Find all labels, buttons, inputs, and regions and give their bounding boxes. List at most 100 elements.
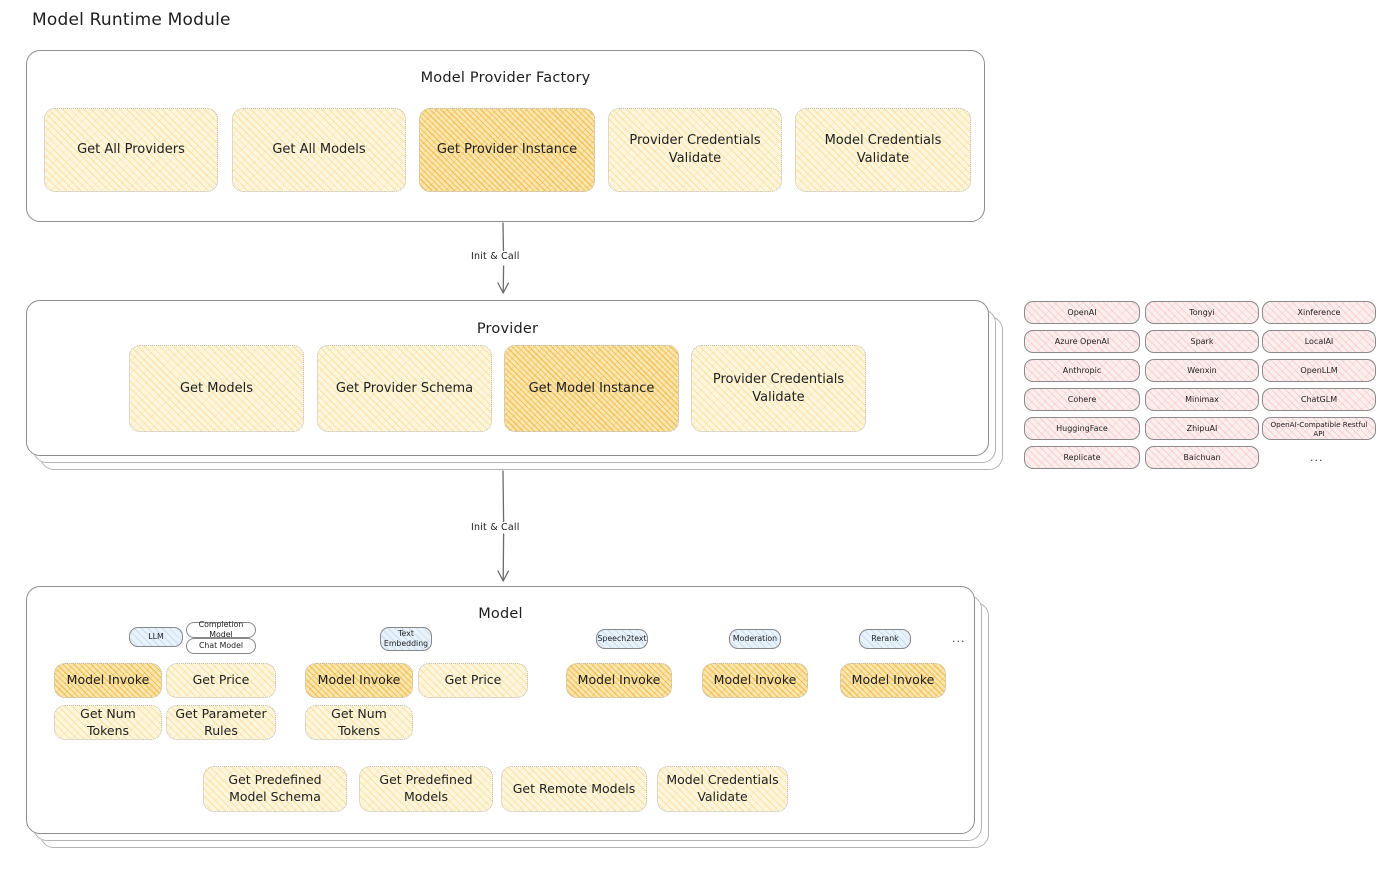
provider-chip-label: Minimax xyxy=(1185,395,1219,404)
node-get-provider-instance[interactable]: Get Provider Instance xyxy=(419,108,595,192)
node-label: Model Invoke xyxy=(66,672,150,688)
node-label: Get Remote Models xyxy=(512,780,636,796)
node-label: Model Invoke xyxy=(713,672,797,688)
node-label: Get Provider Instance xyxy=(436,142,578,158)
node-get-all-providers[interactable]: Get All Providers xyxy=(44,108,218,192)
pill-label: Moderation xyxy=(732,634,778,644)
provider-chip-zhipuai[interactable]: ZhipuAI xyxy=(1145,417,1259,440)
node-label: Get Parameter Rules xyxy=(175,705,267,738)
pill-label: Completion Model xyxy=(198,620,244,639)
section-title-model: Model xyxy=(478,606,523,622)
provider-chip-label: OpenAI-Compatible Restful API xyxy=(1270,419,1368,438)
node-label: Model Invoke xyxy=(317,672,401,688)
pill-chat-model[interactable]: Chat Model xyxy=(186,638,256,654)
provider-chip-openai-compatible-restful-api[interactable]: OpenAI-Compatible Restful API xyxy=(1262,417,1376,440)
provider-chip-tongyi[interactable]: Tongyi xyxy=(1145,301,1259,324)
arrow-factory-to-provider: Init & Call xyxy=(468,222,540,300)
node-speech2text-model-invoke[interactable]: Model Invoke xyxy=(566,663,672,698)
node-llm-model-invoke[interactable]: Model Invoke xyxy=(54,663,162,698)
node-label: Get Price xyxy=(444,672,502,688)
node-model-credentials-validate[interactable]: Model Credentials Validate xyxy=(795,108,971,192)
node-get-models[interactable]: Get Models xyxy=(129,345,304,432)
section-title-provider: Provider xyxy=(476,321,539,337)
provider-chip-spark[interactable]: Spark xyxy=(1145,330,1259,353)
pill-rerank[interactable]: Rerank xyxy=(859,629,911,649)
node-get-provider-schema[interactable]: Get Provider Schema xyxy=(317,345,492,432)
node-text-embedding-get-num-tokens[interactable]: Get Num Tokens xyxy=(305,705,413,740)
arrow-provider-to-model: Init & Call xyxy=(468,470,540,588)
node-get-all-models[interactable]: Get All Models xyxy=(232,108,406,192)
pill-label: Speech2text xyxy=(597,634,647,644)
pill-label: LLM xyxy=(148,632,164,642)
node-label: Get All Models xyxy=(272,142,366,158)
provider-chip-label: Tongyi xyxy=(1189,308,1215,317)
provider-chip-label: Replicate xyxy=(1063,453,1101,462)
node-label: Model Credentials Validate xyxy=(666,772,779,804)
provider-chip-chatglm[interactable]: ChatGLM xyxy=(1262,388,1376,411)
node-label: Provider Credentials Validate xyxy=(629,133,761,166)
arrow-label-init-call-2: Init & Call xyxy=(468,522,523,533)
node-text-embedding-model-invoke[interactable]: Model Invoke xyxy=(305,663,413,698)
node-get-predefined-models[interactable]: Get Predefined Models xyxy=(359,766,493,812)
provider-chip-anthropic[interactable]: Anthropic xyxy=(1024,359,1140,382)
node-label: Get Predefined Model Schema xyxy=(228,772,322,804)
node-label: Get All Providers xyxy=(77,142,185,158)
node-llm-get-parameter-rules[interactable]: Get Parameter Rules xyxy=(166,705,276,740)
node-text-embedding-get-price[interactable]: Get Price xyxy=(418,663,528,698)
node-llm-get-num-tokens[interactable]: Get Num Tokens xyxy=(54,705,162,740)
provider-chip-label: ZhipuAI xyxy=(1186,424,1218,433)
node-model-credentials-validate-3[interactable]: Model Credentials Validate xyxy=(657,766,788,812)
arrow-icon xyxy=(497,470,510,582)
pill-label: Text Embedding xyxy=(383,629,429,648)
pill-label: Chat Model xyxy=(198,641,244,651)
node-provider-credentials-validate[interactable]: Provider Credentials Validate xyxy=(608,108,782,192)
provider-chip-label: LocalAI xyxy=(1304,337,1334,346)
section-title-factory: Model Provider Factory xyxy=(420,70,591,86)
provider-chip-wenxin[interactable]: Wenxin xyxy=(1145,359,1259,382)
pill-text-embedding[interactable]: Text Embedding xyxy=(380,627,432,651)
provider-list-ellipsis: ... xyxy=(1310,451,1324,464)
node-get-model-instance[interactable]: Get Model Instance xyxy=(504,345,679,432)
node-label: Model Credentials Validate xyxy=(824,133,942,166)
node-label: Model Invoke xyxy=(851,672,935,688)
provider-chip-cohere[interactable]: Cohere xyxy=(1024,388,1140,411)
node-label: Get Num Tokens xyxy=(331,705,387,738)
provider-chip-label: Baichuan xyxy=(1183,453,1221,462)
provider-chip-openai[interactable]: OpenAI xyxy=(1024,301,1140,324)
provider-chip-xinference[interactable]: Xinference xyxy=(1262,301,1376,324)
node-label: Get Models xyxy=(179,380,254,396)
provider-chip-localai[interactable]: LocalAI xyxy=(1262,330,1376,353)
node-label: Get Model Instance xyxy=(528,380,655,396)
node-moderation-model-invoke[interactable]: Model Invoke xyxy=(702,663,808,698)
provider-chip-label: ChatGLM xyxy=(1300,395,1338,404)
provider-chip-label: Xinference xyxy=(1297,308,1341,317)
provider-chip-openllm[interactable]: OpenLLM xyxy=(1262,359,1376,382)
node-get-remote-models[interactable]: Get Remote Models xyxy=(501,766,647,812)
pill-llm[interactable]: LLM xyxy=(129,627,183,647)
node-llm-get-price[interactable]: Get Price xyxy=(166,663,276,698)
pill-completion-model[interactable]: Completion Model xyxy=(186,620,256,639)
provider-chip-label: OpenAI xyxy=(1067,308,1097,317)
provider-chip-label: Spark xyxy=(1190,337,1214,346)
node-provider-credentials-validate-2[interactable]: Provider Credentials Validate xyxy=(691,345,866,432)
page-title: Model Runtime Module xyxy=(32,10,231,30)
node-get-predefined-model-schema[interactable]: Get Predefined Model Schema xyxy=(203,766,347,812)
provider-chip-minimax[interactable]: Minimax xyxy=(1145,388,1259,411)
provider-chip-baichuan[interactable]: Baichuan xyxy=(1145,446,1259,469)
provider-chip-huggingface[interactable]: HuggingFace xyxy=(1024,417,1140,440)
node-rerank-model-invoke[interactable]: Model Invoke xyxy=(840,663,946,698)
provider-chip-label: OpenLLM xyxy=(1300,366,1338,375)
provider-chip-label: HuggingFace xyxy=(1056,424,1108,433)
node-label: Get Price xyxy=(192,672,250,688)
provider-chip-label: Anthropic xyxy=(1062,366,1102,375)
pill-speech2text[interactable]: Speech2text xyxy=(596,629,648,649)
pill-moderation[interactable]: Moderation xyxy=(729,629,781,649)
node-label: Get Provider Schema xyxy=(335,380,474,396)
model-types-ellipsis: ... xyxy=(952,632,966,645)
pill-label: Rerank xyxy=(871,634,899,644)
provider-chip-replicate[interactable]: Replicate xyxy=(1024,446,1140,469)
provider-chip-azure-openai[interactable]: Azure OpenAI xyxy=(1024,330,1140,353)
provider-chip-label: Wenxin xyxy=(1187,366,1217,375)
provider-chip-label: Azure OpenAI xyxy=(1054,337,1110,346)
